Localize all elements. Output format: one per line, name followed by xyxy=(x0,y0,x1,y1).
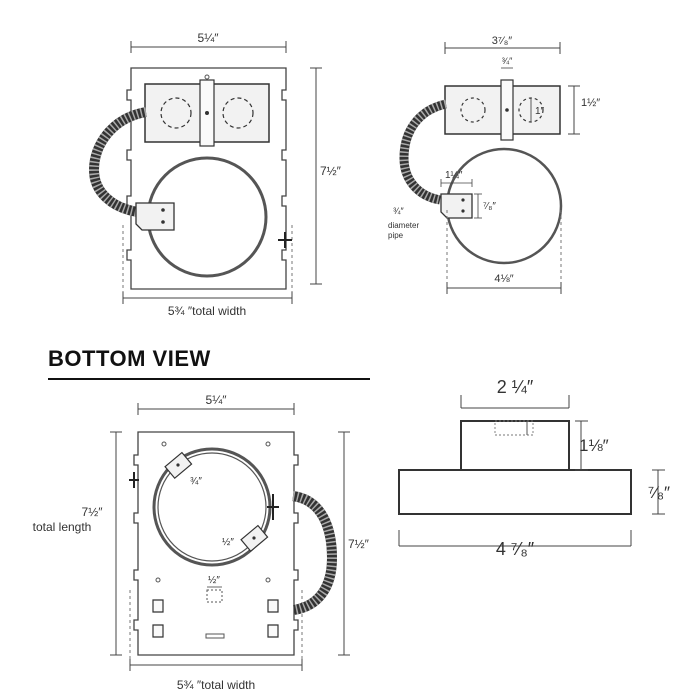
ring-width-label: 4⅛″ xyxy=(494,273,513,285)
total-length-value: 7½″ xyxy=(82,505,104,519)
top-width-label: 2 ¼″ xyxy=(497,377,534,397)
knockout-size-label: 1″ xyxy=(535,106,545,117)
height-label: 7½″ xyxy=(348,537,370,551)
total-length-text: total length xyxy=(33,520,92,534)
width-label: 5¼″ xyxy=(198,31,220,45)
conduit-bracket xyxy=(135,202,175,231)
knockout-tab xyxy=(267,599,279,613)
knockout xyxy=(460,97,486,123)
slot xyxy=(206,589,223,603)
knockout xyxy=(160,97,192,129)
slot-width-label: ¾″ xyxy=(502,56,514,66)
box-height-label: 1½″ xyxy=(581,97,600,109)
pipe-note-diameter: diameter xyxy=(388,221,419,230)
housing-top xyxy=(460,420,570,471)
bracket-width-label: 1¼″ xyxy=(445,169,463,181)
mounting-plate xyxy=(133,431,299,656)
slot xyxy=(205,633,225,639)
knockout xyxy=(222,97,254,129)
knockout-tab xyxy=(152,599,164,613)
upper-height-label: 1⅛″ xyxy=(579,436,609,455)
pipe-note-pipe: pipe xyxy=(388,231,404,240)
housing-base xyxy=(398,469,632,515)
mounting-plate xyxy=(126,67,287,290)
heading-underline xyxy=(48,378,370,380)
base-width-label: 4 ⁷⁄₈″ xyxy=(496,539,535,559)
conduit-bracket xyxy=(440,193,473,219)
slot-label: ½″ xyxy=(208,575,220,586)
bottom-view-heading: BOTTOM VIEW xyxy=(48,346,211,371)
tab-lower-label: ½″ xyxy=(222,537,234,548)
total-width-label: 5¾ ″total width xyxy=(168,304,246,318)
lower-height-label: ⁷⁄₈″ xyxy=(648,483,670,502)
knockout-tab xyxy=(152,624,164,638)
top-right-view: 3⁷⁄₈″ ¾″ 1″ 1½″ 1¼″ ⁷⁄₈″ ¾″ xyxy=(388,35,600,294)
bracket-height-label: ⁷⁄₈″ xyxy=(483,201,496,212)
width-label: 5¼″ xyxy=(206,393,228,407)
overall-width-label: 3⁷⁄₈″ xyxy=(492,35,512,47)
height-label: 7½″ xyxy=(320,164,342,178)
flex-conduit xyxy=(399,99,448,205)
knockout-tab xyxy=(267,624,279,638)
top-left-view: 5¼″ 7½″ 5¾ ″total width xyxy=(88,31,342,318)
total-width-label: 5¾ ″total width xyxy=(177,678,255,692)
tab-upper-label: ¾″ xyxy=(190,476,202,487)
bottom-left-view: 5¼″ ¾″ ½″ ½″ xyxy=(33,393,370,692)
pipe-size-label: ¾″ xyxy=(393,206,405,216)
side-profile-view: 2 ¼″ 1⅛″ ⁷⁄₈″ 4 ⁷⁄₈″ xyxy=(398,377,670,559)
